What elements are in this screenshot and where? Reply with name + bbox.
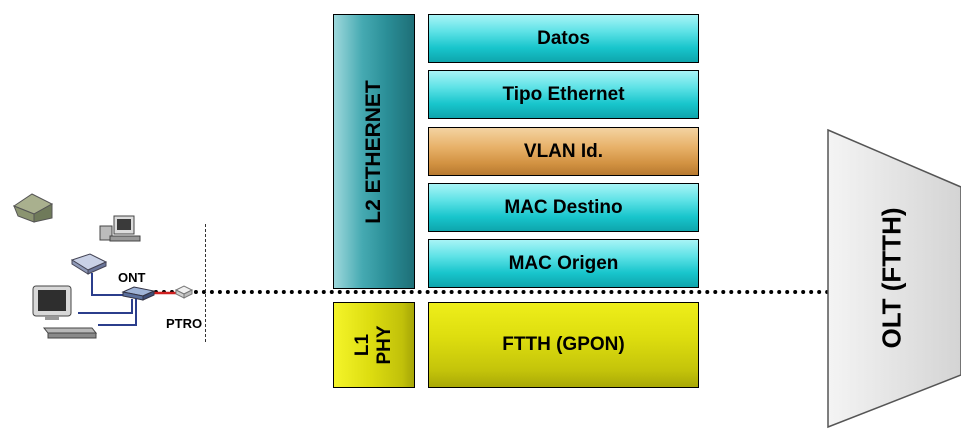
fiber-dotted-line (138, 290, 830, 294)
field-datos: Datos (428, 14, 699, 63)
l2-ethernet-block: L2 ETHERNET (333, 14, 415, 289)
ont-label: ONT (118, 270, 146, 285)
router-icon (70, 253, 108, 275)
l1-label-line1: L1 (352, 333, 373, 357)
field-mac-origen: MAC Origen (428, 239, 699, 288)
pc-icon (99, 215, 141, 242)
ptro-connector-icon (174, 285, 194, 299)
house-icon (12, 193, 54, 223)
l2-ethernet-label: L2 ETHERNET (362, 79, 385, 224)
l1-label-line2: PHY (374, 325, 395, 365)
cabling (78, 273, 180, 326)
olt-label: OLT (FTTH) (876, 207, 907, 349)
ptro-label: PTRO (166, 316, 203, 331)
field-tipo-ethernet: Tipo Ethernet (428, 70, 699, 119)
l1-phy-label: L1 PHY (352, 325, 396, 364)
vertical-dashed-line (205, 224, 206, 342)
field-mac-destino: MAC Destino (428, 183, 699, 232)
ont-device-icon (121, 286, 156, 301)
l1-phy-block: L1 PHY (333, 302, 415, 388)
olt-shape (827, 128, 961, 429)
tv-icon (32, 285, 72, 320)
settop-box-icon (42, 327, 98, 339)
field-vlan-id: VLAN Id. (428, 127, 699, 176)
field-ftth-gpon: FTTH (GPON) (428, 302, 699, 388)
